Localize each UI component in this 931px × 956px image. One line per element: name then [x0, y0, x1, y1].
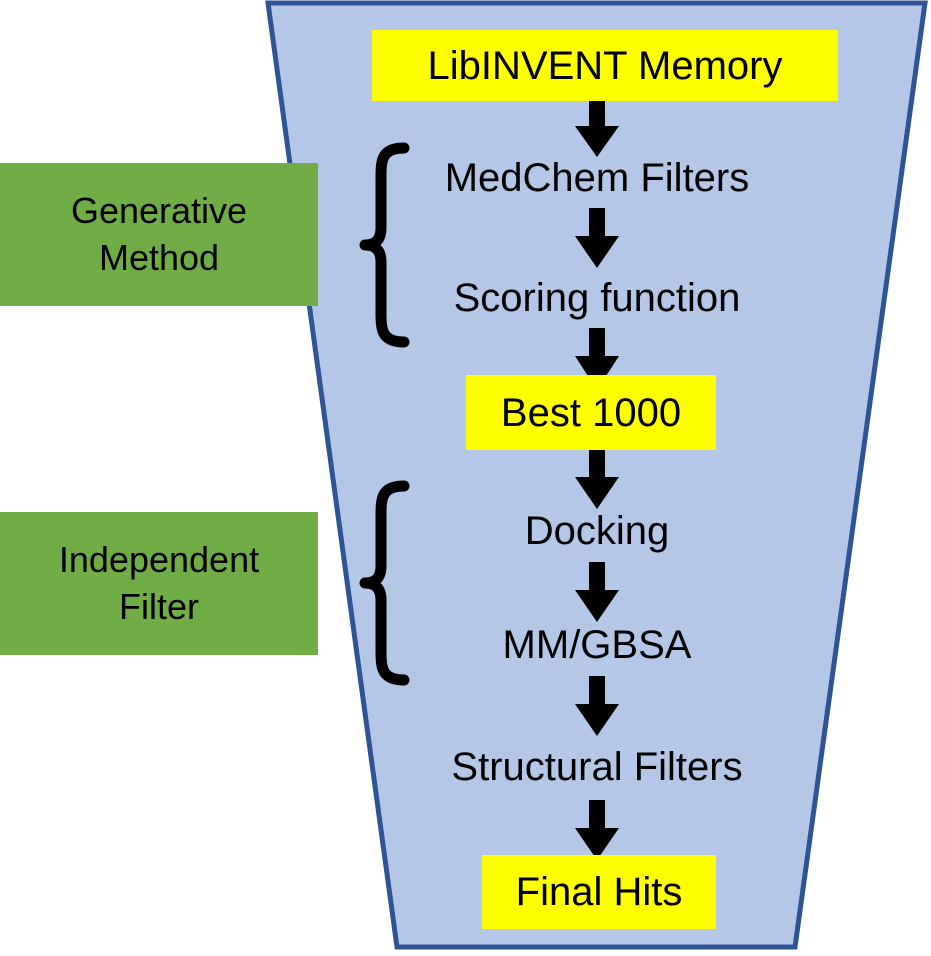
stage-structural-filters[interactable]: Structural Filters [451, 745, 743, 789]
stage-medchem-filters[interactable]: MedChem Filters [444, 156, 750, 200]
stage-mm-gbsa[interactable]: MM/GBSA [502, 623, 692, 667]
stage-scoring-function[interactable]: Scoring function [453, 276, 741, 320]
arrow-best1000-to-docking [575, 448, 619, 509]
arrow-docking-to-mmgbsa [575, 562, 619, 622]
group-label-independent-filter: Independent Filter [0, 512, 318, 655]
independent-filter-brace [359, 480, 410, 686]
arrow-mmgbsa-to-structural [575, 676, 619, 736]
arrow-memory-to-medchem [575, 101, 619, 157]
group-label-generative-method: Generative Method [0, 163, 318, 306]
arrow-scoring-to-best1000 [575, 328, 619, 390]
generative-method-brace [359, 142, 410, 348]
arrow-structural-to-finalhits [575, 800, 619, 860]
stage-docking[interactable]: Docking [524, 509, 670, 553]
stage-best-1000[interactable]: Best 1000 [466, 375, 716, 450]
arrow-medchem-to-scoring [575, 208, 619, 268]
stage-libinvent-memory[interactable]: LibINVENT Memory [372, 30, 838, 101]
stage-final-hits[interactable]: Final Hits [482, 855, 716, 929]
